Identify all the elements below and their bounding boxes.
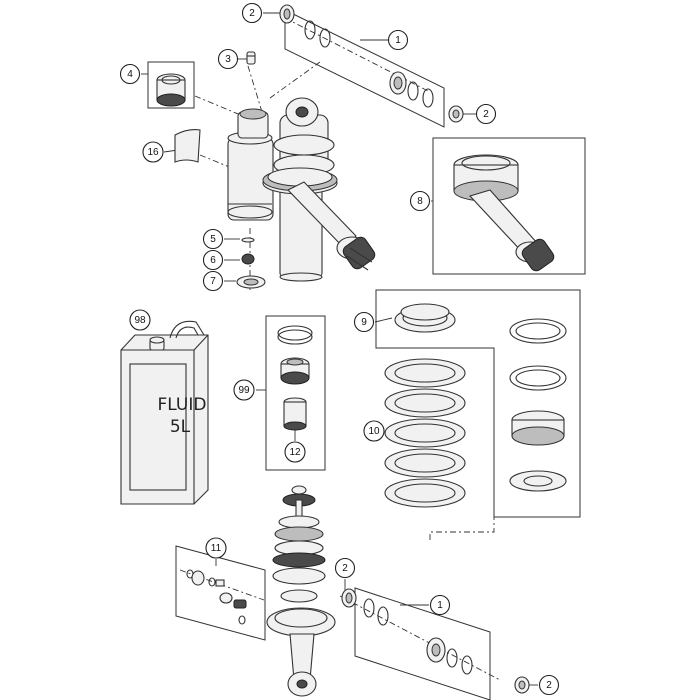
callout-circle	[387, 29, 409, 51]
callout-number: 2	[342, 563, 348, 574]
callout-99: 99	[233, 379, 255, 401]
callout-circle	[538, 674, 560, 696]
callout-number: 7	[210, 276, 216, 287]
preload-adjuster	[453, 154, 555, 272]
shock-body-upper	[227, 97, 376, 282]
callout-12: 12	[284, 441, 306, 463]
callout-circle	[409, 190, 431, 212]
callout-circle	[363, 420, 385, 442]
fluid-container	[120, 320, 209, 505]
callout-6: 6	[202, 249, 224, 271]
fluid-label-line1: FLUID	[158, 395, 207, 415]
coil-spring	[384, 358, 466, 508]
callout-circle	[334, 557, 356, 579]
callout-number: 2	[249, 8, 255, 19]
small-seal-parts	[236, 237, 266, 289]
group-box-bearing-kit-bottom	[354, 587, 491, 700]
group-box-bearing-kit-top	[284, 9, 445, 128]
callout-number: 3	[225, 54, 231, 65]
reservoir-sleeve	[174, 129, 201, 163]
callout-circle	[202, 270, 224, 292]
callout-number: 16	[147, 147, 159, 158]
callout-16: 16	[142, 141, 164, 163]
callout-circle	[202, 249, 224, 271]
callout-number: 1	[395, 35, 401, 46]
callout-circle	[119, 63, 141, 85]
callout-number: 9	[361, 317, 367, 328]
valve-part	[246, 51, 256, 65]
callout-number: 12	[289, 447, 301, 458]
callout-number: 4	[127, 69, 133, 80]
callout-circle	[429, 594, 451, 616]
callout-number: 2	[483, 109, 489, 120]
callout-circle	[217, 48, 239, 70]
callout-5: 5	[202, 228, 224, 250]
callout-3: 3	[217, 48, 239, 70]
callout-10: 10	[363, 420, 385, 442]
callout-circle	[202, 228, 224, 250]
callout-number: 6	[210, 255, 216, 266]
group-box-preload-adjuster	[432, 137, 586, 275]
callout-circle	[241, 2, 263, 24]
bottom-bearing-parts	[341, 588, 530, 694]
spring-retainer-parts	[394, 303, 567, 492]
callout-number: 98	[134, 315, 146, 326]
callout-2: 2	[334, 557, 356, 579]
callout-1: 1	[387, 29, 409, 51]
callout-number: 99	[238, 385, 250, 396]
callout-number: 8	[417, 196, 423, 207]
damper-rod-assembly	[266, 485, 336, 697]
callout-circle	[284, 441, 306, 463]
callout-98: 98	[129, 309, 151, 331]
callout-1: 1	[429, 594, 451, 616]
callout-circle	[233, 379, 255, 401]
fluid-label-line2: 5L	[170, 417, 191, 437]
callout-2: 2	[475, 103, 497, 125]
callout-9: 9	[353, 311, 375, 333]
callout-circle	[475, 103, 497, 125]
valve-kit-parts	[186, 569, 247, 625]
callout-number: 10	[368, 426, 380, 437]
callout-circle	[129, 309, 151, 331]
reservoir-cap-assembly	[147, 61, 195, 109]
callout-circle	[205, 537, 227, 559]
callout-8: 8	[409, 190, 431, 212]
group-box-seal-kit	[265, 315, 326, 471]
seal-kit-parts	[277, 325, 313, 431]
top-bearing-parts	[279, 4, 464, 123]
callout-circle	[353, 311, 375, 333]
callout-number: 11	[211, 543, 222, 554]
callout-number: 2	[546, 680, 552, 691]
callout-7: 7	[202, 270, 224, 292]
group-box-valve-kit	[175, 545, 266, 641]
callout-4: 4	[119, 63, 141, 85]
callout-circle	[142, 141, 164, 163]
callout-number: 5	[210, 234, 216, 245]
callout-number: 1	[437, 600, 443, 611]
callout-2: 2	[241, 2, 263, 24]
callout-2: 2	[538, 674, 560, 696]
callout-11: 11	[205, 537, 227, 559]
